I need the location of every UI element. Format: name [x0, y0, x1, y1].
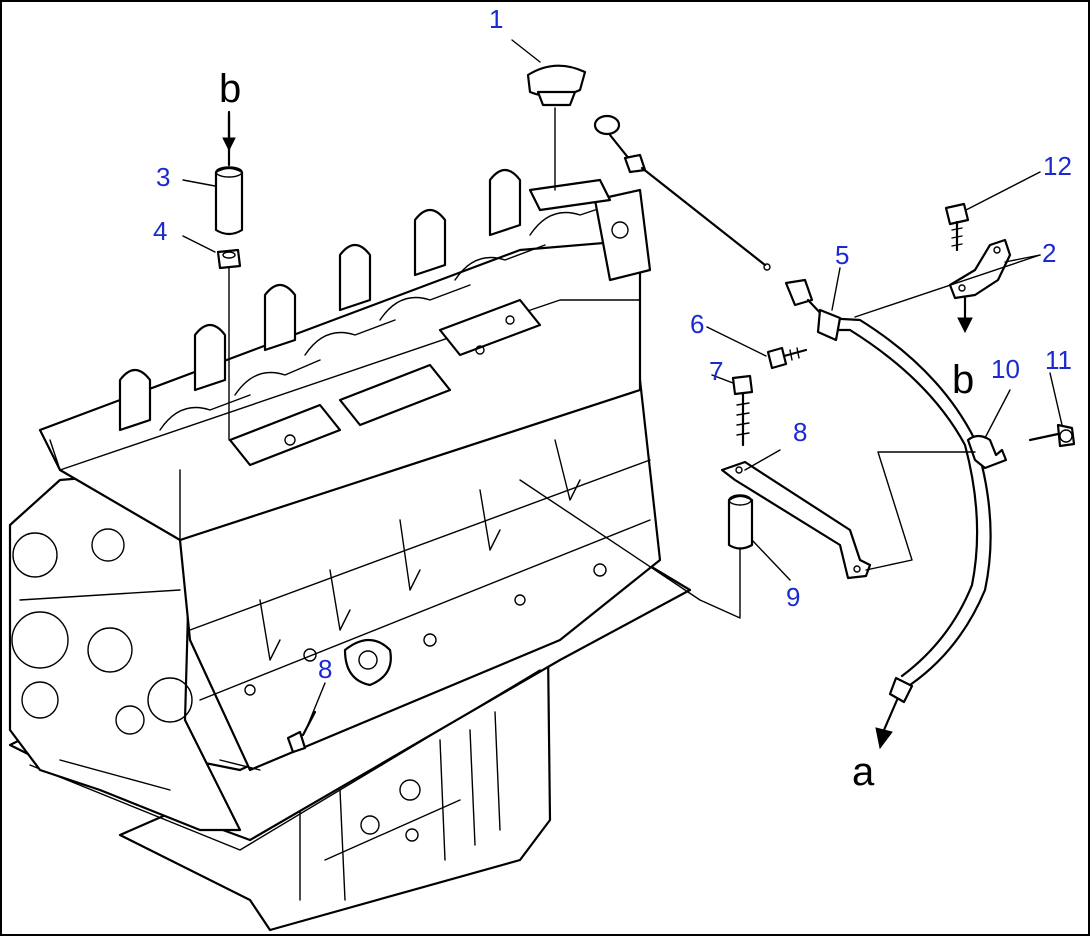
part-4-nut: [216, 248, 242, 441]
part-8-bolt-lower: [286, 710, 317, 754]
callout-1: 1: [489, 4, 503, 34]
part-9-spacer: [727, 494, 754, 550]
part-6-bolt: [766, 346, 808, 370]
callout-5: 5: [835, 240, 849, 270]
part-10-clamp: [966, 434, 1008, 470]
part-8-strap: [720, 460, 872, 580]
part-7-bolt: [731, 374, 754, 447]
arrow-label-b-right: b: [952, 358, 974, 402]
callout-6: 6: [690, 309, 704, 339]
part-2-bracket: [948, 238, 1012, 334]
part-1-oil-filler-cap: [526, 64, 587, 191]
callout-4: 4: [153, 216, 167, 246]
part-11-bolt: [1028, 423, 1076, 448]
arrow-label-a: a: [852, 750, 875, 794]
callout-11: 11: [1045, 345, 1072, 375]
arrow-b-top: [222, 110, 236, 152]
callout-7: 7: [709, 356, 723, 386]
callout-10: 10: [991, 354, 1020, 384]
callout-3: 3: [156, 162, 170, 192]
arrow-label-b-top: b: [219, 67, 241, 111]
engine-block: [8, 168, 692, 932]
leader-lines: [182, 39, 1063, 733]
part-12-bolt: [944, 202, 970, 252]
dipstick: [593, 114, 771, 271]
callout-8-bolt: 8: [318, 654, 332, 684]
part-5-dipstick-guide: [784, 278, 992, 750]
callout-9: 9: [786, 582, 800, 612]
callout-12: 12: [1043, 151, 1072, 181]
callout-8-strap: 8: [793, 417, 807, 447]
callout-2: 2: [1042, 238, 1056, 268]
